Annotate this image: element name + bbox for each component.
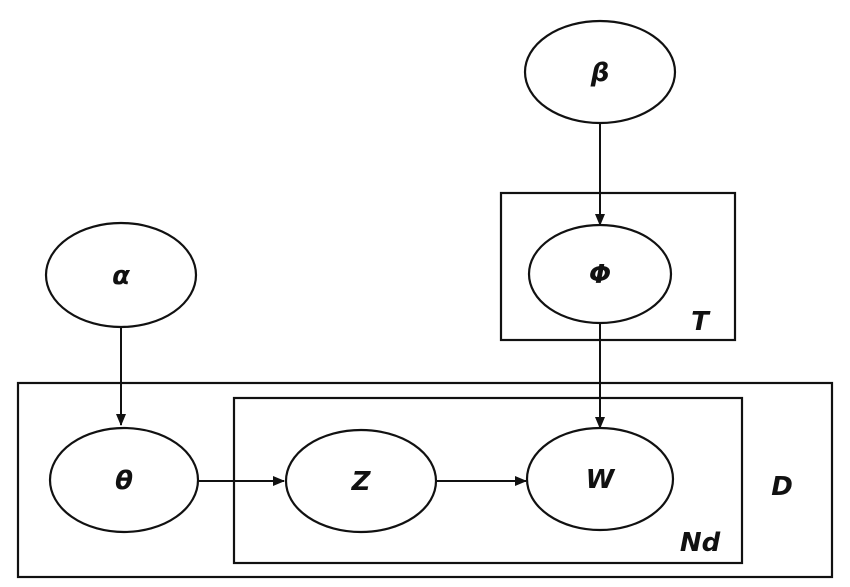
plate-words-label: Nd (680, 528, 721, 558)
node-phi-label: Φ (589, 260, 611, 290)
node-phi: Φ (527, 223, 673, 325)
node-w: W (525, 426, 675, 532)
plate-topics (499, 191, 737, 342)
node-alpha: α (44, 221, 198, 329)
plate-topics-label: T (691, 307, 711, 337)
node-theta-label: θ (115, 466, 133, 496)
node-z: Z (284, 428, 438, 534)
node-theta: θ (48, 426, 200, 534)
plate-documents (16, 381, 834, 579)
plate-documents-label: D (771, 472, 793, 502)
node-alpha-label: α (112, 261, 130, 291)
node-z-label: Z (351, 467, 372, 497)
node-beta: β (523, 19, 677, 125)
node-w-label: W (586, 465, 616, 495)
node-beta-label: β (590, 58, 610, 88)
